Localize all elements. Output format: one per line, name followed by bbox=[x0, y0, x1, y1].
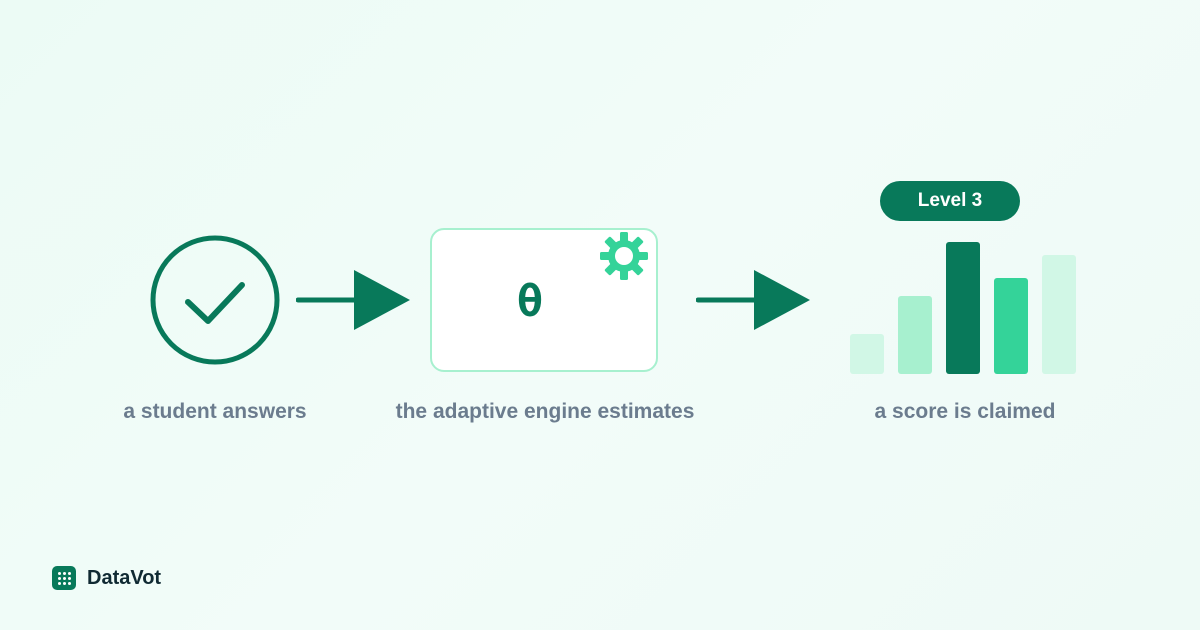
score-bar bbox=[898, 296, 932, 374]
score-bar bbox=[1042, 255, 1076, 374]
gear-icon bbox=[600, 232, 648, 280]
adaptive-engine-box: θ bbox=[430, 228, 658, 372]
check-circle-icon bbox=[150, 235, 280, 365]
brand: DataVot bbox=[52, 565, 161, 591]
arrow-right-icon bbox=[296, 270, 410, 330]
brand-name: DataVot bbox=[87, 567, 162, 589]
level-badge: Level 3 bbox=[880, 181, 1020, 221]
step-label-engine-estimates: the adaptive engine estimates bbox=[395, 400, 695, 423]
theta-symbol: θ bbox=[516, 276, 544, 327]
score-bar bbox=[850, 334, 884, 374]
score-bars bbox=[850, 242, 1076, 374]
step-label-score-claimed: a score is claimed bbox=[874, 400, 1056, 423]
grid-dots-icon bbox=[52, 566, 76, 590]
step-label-student-answers: a student answers bbox=[123, 400, 307, 423]
score-bar-highlighted bbox=[946, 242, 980, 374]
score-bar bbox=[994, 278, 1028, 374]
arrow-right-icon bbox=[696, 270, 810, 330]
